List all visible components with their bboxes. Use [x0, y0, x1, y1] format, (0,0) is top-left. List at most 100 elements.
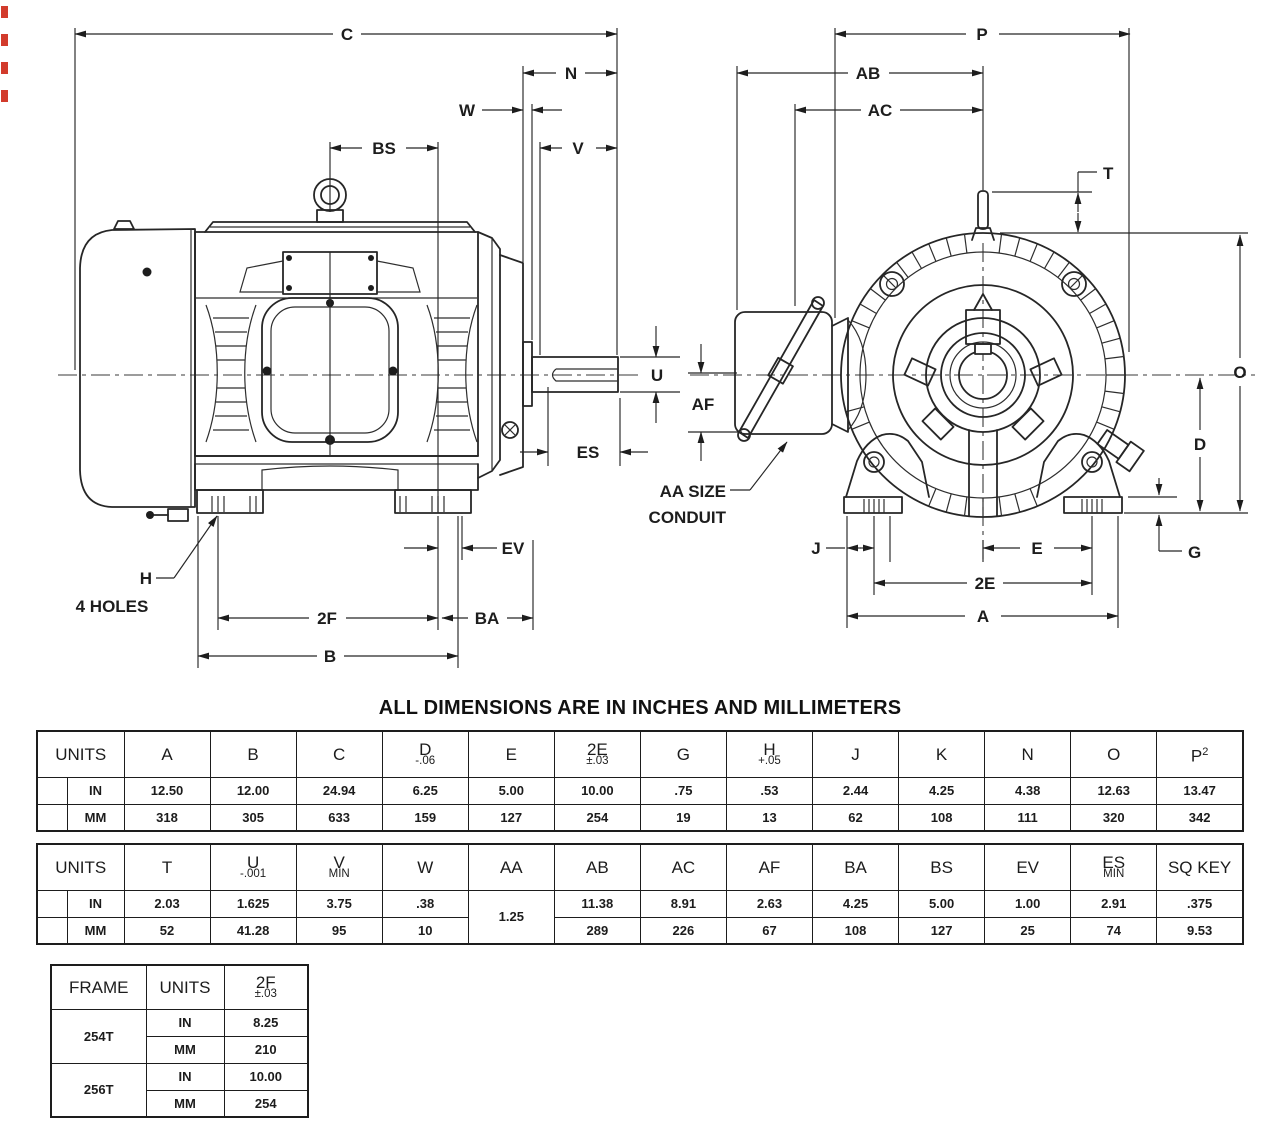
header-cell: UNITS: [36, 730, 125, 778]
value-cell: 8.91: [639, 889, 727, 918]
side-motor-outline: [79, 178, 619, 522]
value-cell: .38: [381, 889, 469, 918]
value-cell: 2.63: [725, 889, 814, 918]
value-cell: 226: [639, 916, 727, 945]
value-cell: 67: [725, 916, 814, 945]
value-cell: MM: [66, 916, 125, 945]
header-cell: BS: [898, 843, 986, 891]
fin: [928, 243, 937, 262]
dim-label-w: W: [459, 101, 476, 120]
fin: [859, 303, 877, 315]
value-cell: 159: [381, 803, 469, 832]
fin: [1096, 421, 1115, 430]
label-conduit: CONDUIT: [649, 508, 727, 527]
value-cell: 13: [725, 803, 814, 832]
value-cell: 254: [223, 1089, 309, 1118]
fin: [928, 488, 937, 507]
value-cell: 256T: [50, 1062, 147, 1118]
fin: [1089, 303, 1107, 315]
value-cell: 4.25: [811, 889, 900, 918]
fin: [1104, 355, 1124, 360]
end-motor-outline: [734, 190, 1145, 518]
dim-label-af: AF: [692, 395, 715, 414]
dim-label-bs: BS: [372, 139, 396, 158]
header-cell: AC: [639, 843, 727, 891]
fin: [1101, 406, 1121, 413]
side-view: C N W BS V U ES AF EV 2F BA B H 4 HOLES …: [58, 25, 788, 668]
fin: [1029, 488, 1038, 507]
dim-label-2e: 2E: [975, 574, 996, 593]
fin: [963, 496, 968, 516]
header-cell: AF: [725, 843, 814, 891]
header-cell: W: [381, 843, 469, 891]
label-aa-size: AA SIZE: [660, 482, 726, 501]
value-cell: 6.25: [381, 776, 469, 805]
value-cell: 111: [984, 803, 1072, 832]
value-cell: 25: [984, 916, 1072, 945]
fin: [1014, 237, 1021, 257]
dim-label-ac: AC: [868, 101, 893, 120]
value-cell: [36, 889, 68, 918]
value-cell: 3.75: [295, 889, 383, 918]
value-cell: 4.25: [898, 776, 986, 805]
header-cell: B: [209, 730, 297, 778]
dim-label-c: C: [341, 25, 353, 44]
header-cell: BA: [811, 843, 900, 891]
fin: [1096, 320, 1115, 329]
bolt-bosses: [879, 271, 1087, 297]
value-cell: [36, 776, 68, 805]
value-cell: 10.00: [223, 1062, 309, 1091]
header-cell: UNITS: [36, 843, 125, 891]
dim-label-e: E: [1031, 539, 1042, 558]
value-cell: 1.625: [209, 889, 297, 918]
value-cell: 305: [209, 803, 297, 832]
dim-label-o: O: [1233, 363, 1246, 382]
value-cell: IN: [66, 889, 125, 918]
header-cell: H+.05: [725, 730, 814, 778]
value-cell: 11.38: [553, 889, 641, 918]
value-cell: 13.47: [1156, 776, 1244, 805]
value-cell: 108: [811, 916, 900, 945]
value-cell: 24.94: [295, 776, 383, 805]
fin: [1057, 261, 1070, 278]
dim-label-ba: BA: [475, 609, 500, 628]
value-cell: 8.25: [223, 1008, 309, 1037]
fin: [1069, 274, 1084, 289]
dim-label-n: N: [565, 64, 577, 83]
fin: [1104, 390, 1124, 395]
dim-label-d: D: [1194, 435, 1206, 454]
fin: [945, 493, 952, 513]
value-cell: 4.38: [984, 776, 1072, 805]
value-cell: 95: [295, 916, 383, 945]
side-labels: C N W BS V U ES AF EV 2F BA B H 4 HOLES …: [76, 25, 727, 666]
value-cell: 320: [1070, 803, 1158, 832]
cooling-fins: [845, 234, 1125, 517]
value-cell: 5.00: [898, 889, 986, 918]
fin: [998, 496, 1003, 516]
fin: [998, 234, 1003, 254]
label-4holes: 4 HOLES: [76, 597, 149, 616]
header-cell: AB: [553, 843, 641, 891]
dim-label-v: V: [572, 139, 584, 158]
value-cell: 12.00: [209, 776, 297, 805]
header-cell: UNITS: [145, 964, 225, 1010]
value-cell: .75: [639, 776, 727, 805]
value-cell: 10.00: [553, 776, 641, 805]
value-cell: 5.00: [467, 776, 555, 805]
engineering-drawing: C N W BS V U ES AF EV 2F BA B H 4 HOLES …: [1, 6, 1255, 668]
value-cell: IN: [145, 1008, 225, 1037]
header-cell: T: [123, 843, 211, 891]
value-cell: 2.03: [123, 889, 211, 918]
fin: [851, 421, 870, 430]
header-cell: U-.001: [209, 843, 297, 891]
end-labels: P AB AC T O D G J E 2E A: [811, 25, 1246, 626]
fin: [851, 320, 870, 329]
dim-label-ab: AB: [856, 64, 881, 83]
